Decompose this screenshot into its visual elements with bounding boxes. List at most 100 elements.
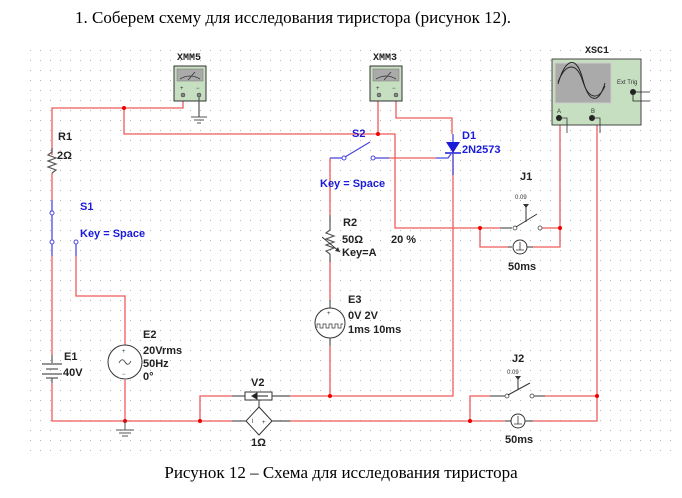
wire xyxy=(199,395,232,421)
wire xyxy=(533,228,561,248)
thyristor-d1[interactable]: D1 2N2573 xyxy=(436,130,501,175)
xsc1-label: XSC1 xyxy=(585,46,609,57)
sine-wave-icon xyxy=(118,359,132,365)
wire xyxy=(559,117,601,133)
wire xyxy=(533,118,598,422)
switch-contact xyxy=(49,239,55,245)
pulse-wave-icon xyxy=(316,323,343,329)
potentiometer-r2[interactable]: R2 50Ω 20 % Key=A xyxy=(321,215,416,262)
junction-dot xyxy=(595,394,599,398)
switch-contact xyxy=(529,393,535,399)
ground-icon xyxy=(116,421,134,437)
j2-delay: 50ms xyxy=(505,434,533,446)
actuator-arrow-icon xyxy=(515,376,521,380)
switch-contact xyxy=(73,239,79,245)
junction-dot xyxy=(328,394,332,398)
v2-value: 1Ω xyxy=(251,437,266,449)
resistor-r1[interactable]: R1 2Ω xyxy=(46,131,72,174)
e3-name: E3 xyxy=(348,294,361,306)
source-minus-label: l xyxy=(252,419,253,425)
d1-name: D1 xyxy=(462,130,476,142)
minus-sign: − xyxy=(122,372,126,378)
switch-s1[interactable]: S1 Key = Space xyxy=(49,200,145,256)
wire xyxy=(395,98,453,134)
e2-amplitude: 20Vrms xyxy=(143,345,182,357)
switch-contact xyxy=(370,155,376,161)
switch-contact xyxy=(49,210,55,216)
current-controlled-source-v2[interactable]: V2 l + 1Ω xyxy=(232,377,290,449)
timed-switch-j1[interactable]: J1 0.09 50ms xyxy=(500,171,543,273)
s1-key: Key = Space xyxy=(80,228,145,240)
xmm3-label: XMM3 xyxy=(373,53,397,64)
j2-time-label: 0.09 xyxy=(507,370,519,376)
j1-time-label: 0.09 xyxy=(515,195,527,201)
meter-needle-icon xyxy=(179,71,201,81)
meter-needle-icon xyxy=(375,71,397,81)
e2-name: E2 xyxy=(143,329,156,341)
ext-trig-label: Ext Trig xyxy=(617,80,637,86)
plus-sign: + xyxy=(327,311,331,317)
s1-name: S1 xyxy=(80,201,93,213)
wire xyxy=(290,150,454,397)
wires xyxy=(51,98,598,422)
thyristor-triangle-icon xyxy=(446,142,460,153)
junction-dot xyxy=(122,106,126,110)
r1-value: 2Ω xyxy=(57,150,72,162)
terminal-plus[interactable] xyxy=(180,92,186,98)
meter-display xyxy=(372,68,400,82)
r1-name: R1 xyxy=(58,131,72,143)
oscilloscope-xsc1[interactable]: XSC1 Ext Trig A B xyxy=(551,46,650,133)
timed-switch-j2[interactable]: J2 0.09 50ms xyxy=(490,353,545,446)
j1-name: J1 xyxy=(520,171,532,183)
junction-dot xyxy=(376,132,380,136)
j1-delay: 50ms xyxy=(508,261,536,273)
timer-icon xyxy=(514,416,522,425)
junction-dot xyxy=(558,226,562,230)
meter-display xyxy=(176,68,204,82)
minus-terminal-label: − xyxy=(196,86,200,92)
switch-lever xyxy=(344,141,371,158)
plus-sign: + xyxy=(122,349,126,355)
d1-model: 2N2573 xyxy=(462,144,501,156)
e3-timing: 1ms 10ms xyxy=(348,324,401,336)
e2-phase: 0° xyxy=(143,371,154,383)
junction-dot xyxy=(468,419,472,423)
wire xyxy=(479,228,508,248)
battery-e1[interactable]: E1 40V xyxy=(42,351,83,383)
xmm5-label: XMM5 xyxy=(177,53,201,64)
resistor-zigzag-icon xyxy=(46,148,58,174)
sine-wave-icon xyxy=(557,66,606,97)
diamond-source-icon xyxy=(245,406,273,436)
wire xyxy=(123,108,480,229)
r2-percent: 20 % xyxy=(391,234,416,246)
r2-value: 50Ω xyxy=(342,234,363,246)
thyristor-gate-lead xyxy=(436,153,452,159)
minus-terminal-label: − xyxy=(392,86,396,92)
terminal-minus[interactable] xyxy=(393,92,399,98)
terminal-minus[interactable] xyxy=(196,92,202,98)
ground-icon xyxy=(191,116,207,124)
actuator-arrow-icon xyxy=(523,204,529,208)
junction-dot xyxy=(198,419,202,423)
e1-value: 40V xyxy=(63,367,83,379)
switch-lever xyxy=(507,382,531,396)
source-plus-label: + xyxy=(262,420,266,426)
terminal-plus[interactable] xyxy=(376,92,382,98)
wiper-arrowhead xyxy=(335,247,340,252)
figure-caption: Рисунок 12 – Схема для исследования тири… xyxy=(164,463,518,482)
switch-contact xyxy=(537,225,543,231)
wire xyxy=(632,91,650,102)
j2-name: J2 xyxy=(512,353,524,365)
pulse-source-e3[interactable]: + E3 0V 2V 1ms 10ms xyxy=(314,294,401,346)
r2-name: R2 xyxy=(343,217,357,229)
wire xyxy=(51,383,200,422)
switch-s2[interactable]: S2 Key = Space xyxy=(320,128,389,190)
ac-source-e2[interactable]: + − E2 20Vrms 50Hz 0° xyxy=(107,329,182,383)
multimeter-xmm5[interactable]: XMM5 + − xyxy=(173,53,207,124)
multimeter-xmm3[interactable]: XMM3 + − xyxy=(369,53,403,102)
arrow-left-icon xyxy=(251,392,268,400)
channel-b-label: B xyxy=(591,109,595,115)
e1-name: E1 xyxy=(64,351,77,363)
channel-a-label: A xyxy=(557,109,561,115)
